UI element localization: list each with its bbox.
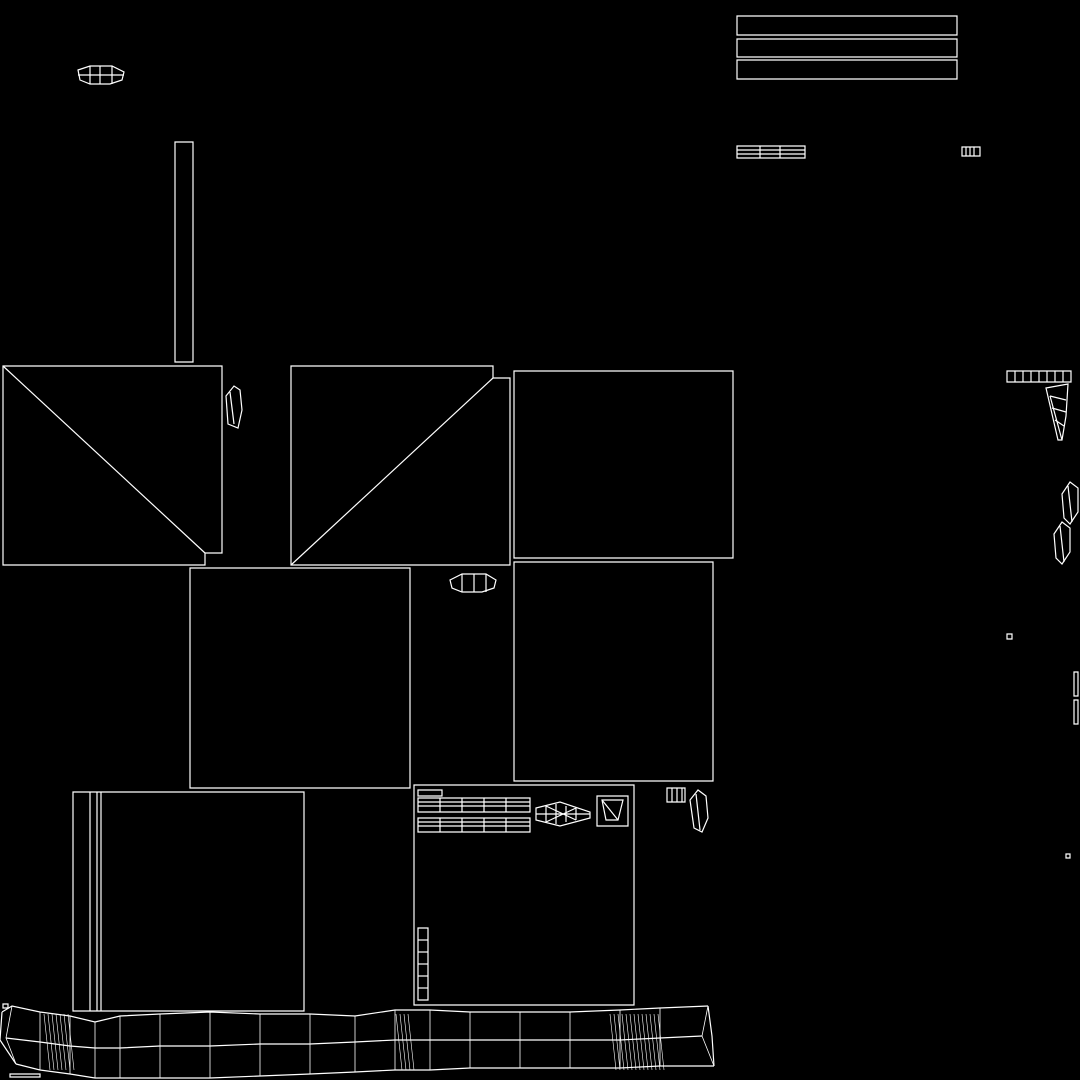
triangulated-quad-middle — [291, 366, 510, 565]
band-edge-bottom — [16, 1064, 714, 1078]
small-gem-island-bottom-right — [690, 790, 708, 832]
band-dense-line — [56, 1014, 62, 1070]
band-dense-line — [626, 1014, 632, 1070]
small-gem-island-center — [450, 574, 496, 592]
band-edge-right — [708, 1006, 714, 1066]
band-dense-line — [638, 1014, 644, 1070]
band-dense-line — [642, 1014, 648, 1070]
band-dense-line — [634, 1014, 640, 1070]
small-strip-island-a — [737, 146, 805, 158]
vertical-dense-strip — [418, 928, 428, 1000]
tiny-island-right-a — [1007, 634, 1012, 639]
band-dense-line — [64, 1014, 70, 1070]
band-dense-line — [44, 1014, 50, 1070]
band-dense-line — [404, 1014, 410, 1070]
square-panel-bottom-center — [414, 785, 634, 1005]
band-dense-line — [618, 1014, 624, 1070]
band-dense-line — [52, 1014, 58, 1070]
square-panel-right — [514, 562, 713, 781]
band-edge-middle — [6, 1036, 702, 1048]
small-gem-island-top-left — [78, 66, 124, 84]
band-dense-line — [654, 1014, 660, 1070]
fan-mesh-island-right — [1007, 371, 1071, 440]
tall-strip-island — [175, 142, 193, 362]
dense-strip-cluster — [418, 790, 530, 832]
small-strip-island-b — [962, 147, 980, 156]
small-gem-island-right-b — [1054, 522, 1070, 564]
square-panel-top-right — [514, 371, 733, 558]
band-dense-line — [68, 1014, 74, 1070]
square-panel-bottom-left — [73, 792, 304, 1011]
stacked-bars-top-right — [737, 16, 957, 79]
band-dense-line — [614, 1014, 620, 1070]
band-dense-line — [610, 1014, 616, 1070]
band-seam-line — [702, 1006, 714, 1066]
small-strip-island-c — [667, 788, 685, 802]
small-gem-island-mid-left — [226, 386, 242, 428]
square-panel-center — [190, 568, 410, 788]
band-dense-line — [400, 1014, 406, 1070]
small-gem-island-right-a — [1062, 482, 1078, 524]
fan-mesh-island-center — [536, 802, 590, 826]
small-box-island — [597, 796, 628, 826]
tiny-island-corner-a — [3, 1004, 8, 1008]
tiny-island-corner-b — [10, 1074, 40, 1077]
band-dense-line — [48, 1014, 54, 1070]
band-dense-line — [658, 1014, 664, 1070]
band-dense-line — [396, 1014, 402, 1070]
band-dense-line — [650, 1014, 656, 1070]
thin-strip-island-right — [1074, 672, 1078, 724]
band-dense-line — [630, 1014, 636, 1070]
triangulated-quad-left — [3, 366, 222, 565]
band-dense-line — [646, 1014, 652, 1070]
bottom-band-mesh — [0, 1006, 714, 1078]
band-dense-line — [622, 1014, 628, 1070]
band-edge-left — [0, 1012, 16, 1064]
tiny-island-right-b — [1066, 854, 1070, 858]
band-dense-line — [60, 1014, 66, 1070]
band-seam-line — [6, 1006, 16, 1064]
band-dense-line — [408, 1014, 414, 1070]
